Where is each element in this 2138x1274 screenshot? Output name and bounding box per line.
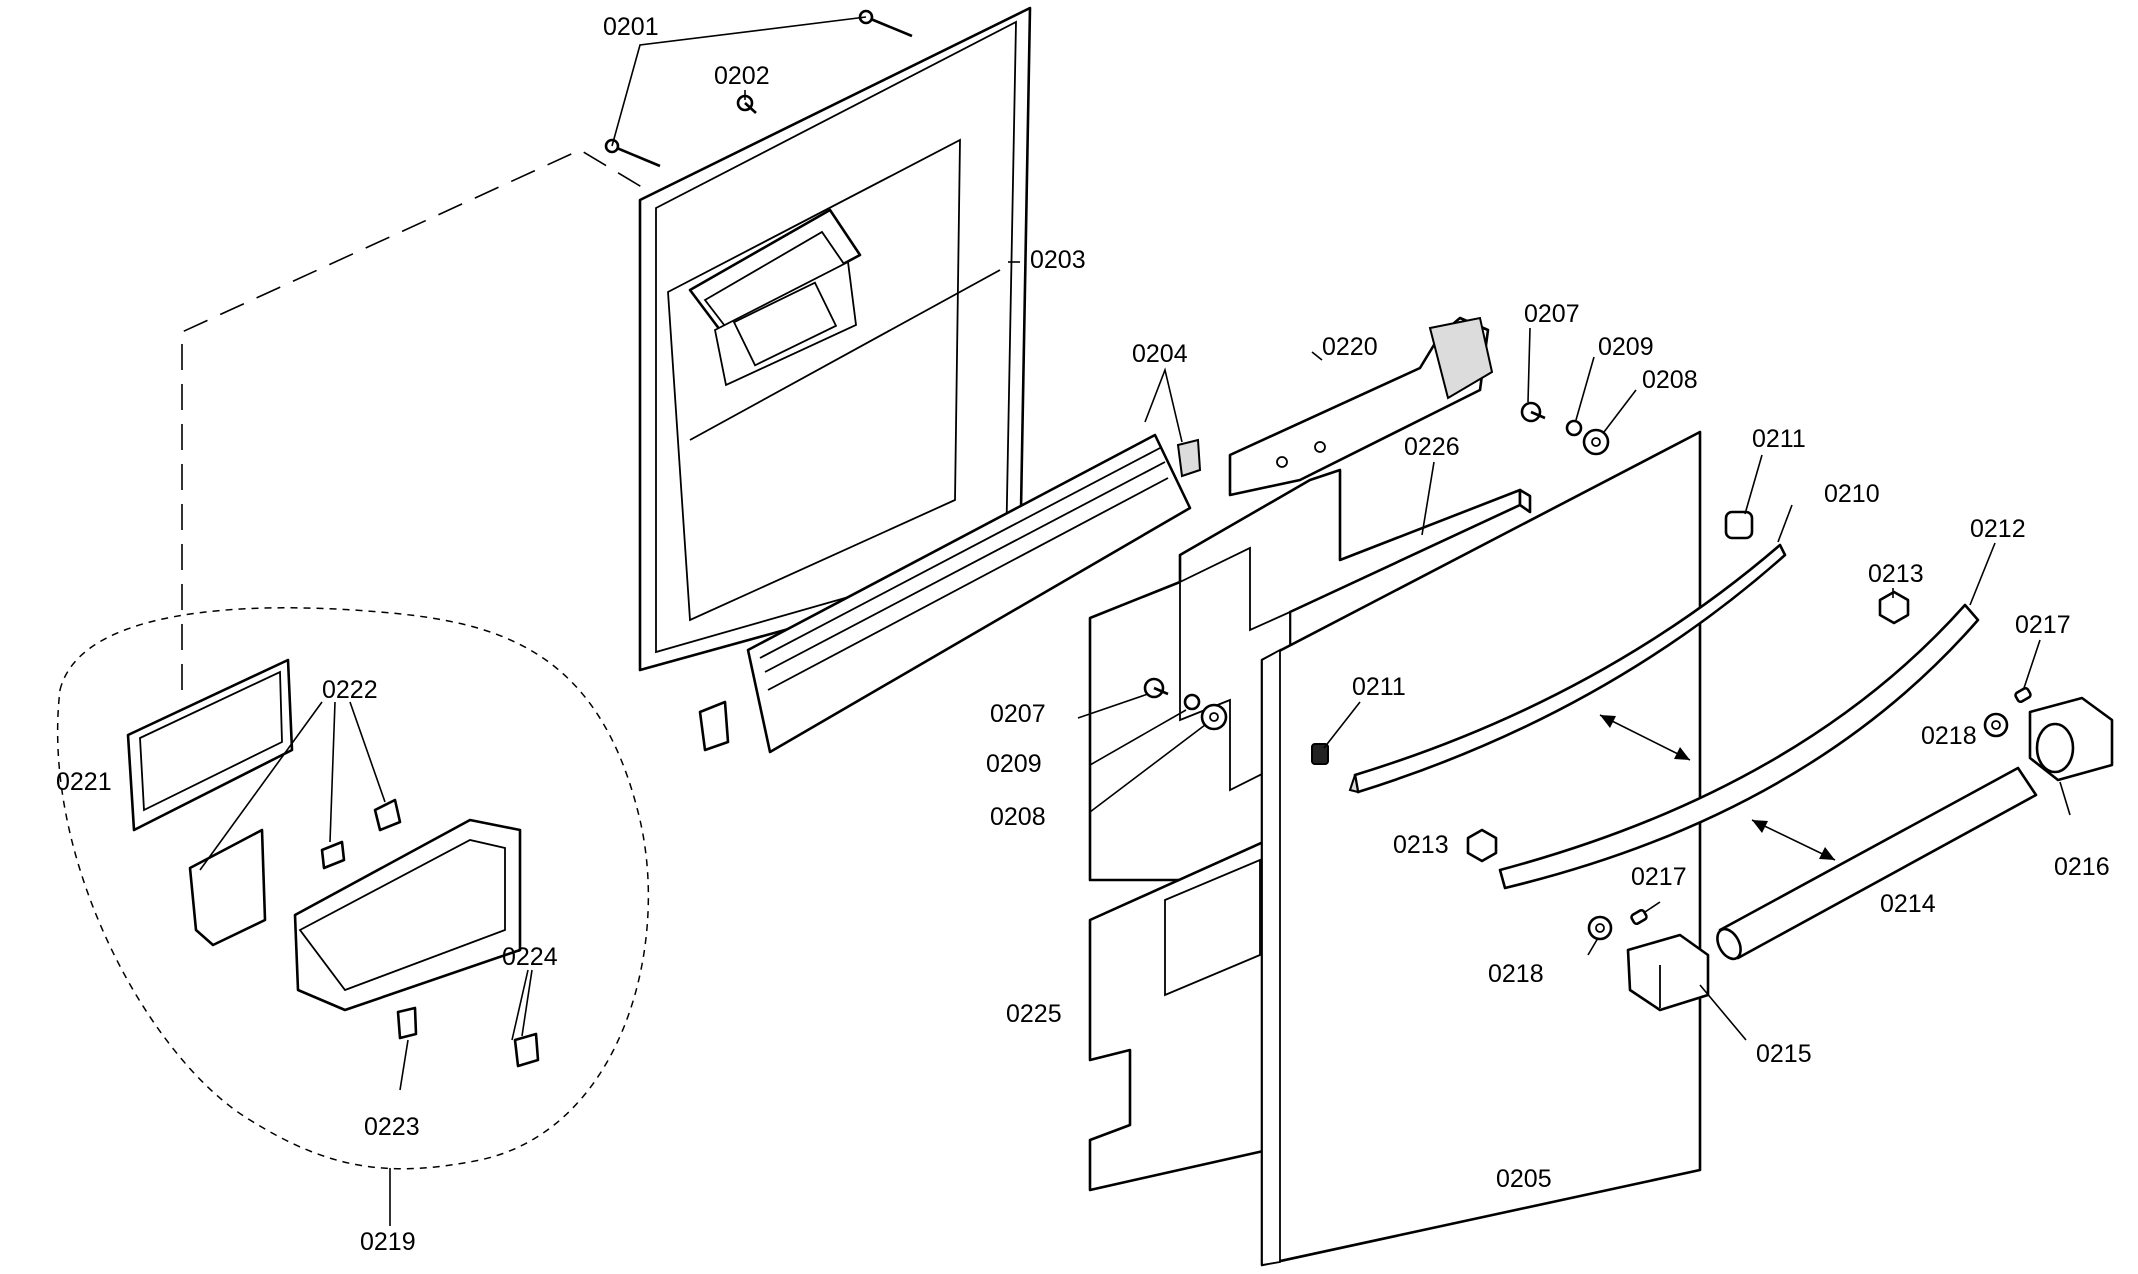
label-0216: 0216 <box>2054 853 2110 881</box>
label-0202: 0202 <box>714 62 770 90</box>
handle-strip-0212 <box>1498 603 1980 890</box>
label-0217-right: 0217 <box>2015 611 2071 639</box>
label-0207-top: 0207 <box>1524 300 1580 328</box>
nuts-0213 <box>1466 590 1910 863</box>
washers-0218 <box>1587 712 2009 941</box>
label-0223: 0223 <box>364 1113 420 1141</box>
inner-door-liner-0203 <box>638 6 1032 672</box>
control-module-group-0219 <box>56 149 651 1170</box>
label-0218-right: 0218 <box>1921 722 1977 750</box>
label-0209-mid: 0209 <box>986 750 1042 778</box>
label-0211-mid: 0211 <box>1352 673 1406 701</box>
direction-arrows <box>1599 714 1836 861</box>
hinge-bracket-0220 <box>1228 316 1494 497</box>
label-0224: 0224 <box>502 943 558 971</box>
screws-0201 <box>604 9 913 168</box>
label-0211-top: 0211 <box>1752 425 1806 453</box>
label-0219: 0219 <box>360 1228 416 1256</box>
label-0213-top: 0213 <box>1868 560 1924 588</box>
leader-lines <box>199 16 2071 1091</box>
label-0218-mid: 0218 <box>1488 960 1544 988</box>
label-0212: 0212 <box>1970 515 2026 543</box>
label-0210: 0210 <box>1824 480 1880 508</box>
label-0215: 0215 <box>1756 1040 1812 1068</box>
insulation-0225 <box>1088 828 1292 1192</box>
label-0203: 0203 <box>1030 246 1086 274</box>
label-0217-mid: 0217 <box>1631 863 1687 891</box>
label-0201: 0201 <box>603 13 659 41</box>
end-piece-0216 <box>2028 696 2114 782</box>
handle-bar-0214 <box>1716 766 2038 961</box>
label-0209-top: 0209 <box>1598 333 1654 361</box>
label-0204: 0204 <box>1132 340 1188 368</box>
label-0226: 0226 <box>1404 433 1460 461</box>
pins-0217 <box>1630 686 2032 926</box>
label-0214: 0214 <box>1880 890 1936 918</box>
hardware-0207-0208-0209 <box>1143 401 1610 731</box>
label-0221: 0221 <box>56 768 112 796</box>
handle-strip-0210 <box>1348 543 1787 794</box>
screw-0202 <box>736 94 757 114</box>
label-0213-mid: 0213 <box>1393 831 1449 859</box>
part-labels: 0201 0202 0203 0204 0220 0207 0209 0208 … <box>56 13 2110 1256</box>
label-0220: 0220 <box>1322 333 1378 361</box>
label-0205: 0205 <box>1496 1165 1552 1193</box>
label-0208-top: 0208 <box>1642 366 1698 394</box>
label-0207-mid: 0207 <box>990 700 1046 728</box>
trim-strip-0204 <box>698 433 1202 754</box>
label-0222: 0222 <box>322 676 378 704</box>
label-0225: 0225 <box>1006 1000 1062 1028</box>
label-0208-mid: 0208 <box>990 803 1046 831</box>
end-caps-0211 <box>1311 510 1754 765</box>
